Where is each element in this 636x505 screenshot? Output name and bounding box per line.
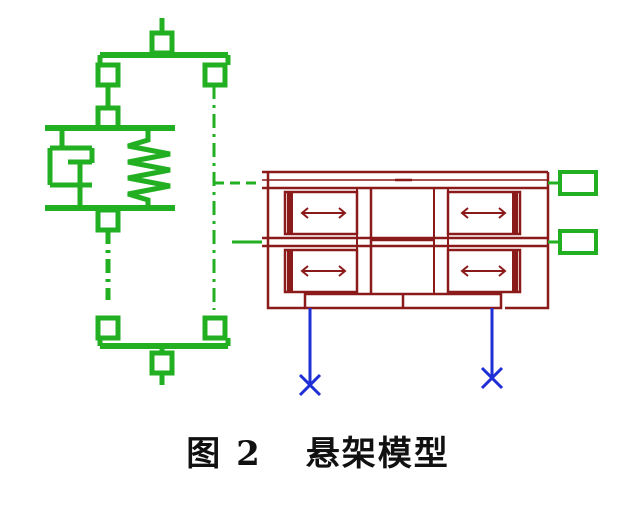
ground-links xyxy=(298,308,504,397)
outer-frame-left xyxy=(266,172,305,310)
outer-frame-right xyxy=(505,172,550,310)
figure-title: 悬架模型 xyxy=(305,433,450,474)
left-cylinder xyxy=(283,188,373,294)
right-cylinder xyxy=(433,188,522,294)
spring-damper-module xyxy=(45,125,175,211)
bottom-left-joint xyxy=(95,315,121,341)
top-left-joint xyxy=(95,62,121,88)
damper-icon xyxy=(47,128,95,208)
figure-number: 图 2 xyxy=(186,433,262,474)
red-hydraulic-assembly xyxy=(262,170,550,310)
bottom-right-joint xyxy=(202,315,228,341)
lower-terminal xyxy=(558,229,598,255)
double-arrow-icon xyxy=(300,207,507,277)
lower-module-joint xyxy=(95,207,121,233)
top-node xyxy=(149,30,175,56)
right-terminals xyxy=(548,170,598,255)
suspension-model-diagram xyxy=(45,18,598,397)
spring-icon xyxy=(127,128,171,208)
top-right-joint xyxy=(202,62,228,88)
green-spring-damper-assembly xyxy=(45,18,262,385)
upper-terminal xyxy=(558,170,598,196)
figure-caption: 图 2 悬架模型 xyxy=(0,420,636,480)
bottom-node xyxy=(149,350,175,376)
